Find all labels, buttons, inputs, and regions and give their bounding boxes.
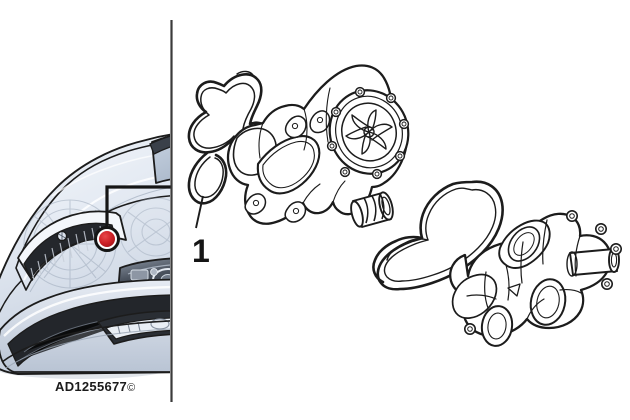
part-ribbed-connector-pipe	[350, 191, 394, 228]
part-thermostat-housing-gasket	[372, 180, 504, 291]
callout-leader-part1	[195, 195, 204, 229]
copyright-symbol: ©	[127, 382, 136, 394]
figure-caption: AD1255677©	[55, 379, 136, 394]
caption-code: AD1255677	[55, 379, 128, 394]
vehicle-front-illustration	[0, 133, 170, 379]
part-water-pump-housing	[226, 64, 410, 225]
callout-number-1: 1	[192, 233, 210, 269]
callout-leader-vehicle	[105, 185, 171, 227]
part-thermostat-housing	[449, 210, 622, 347]
location-marker-dot	[94, 226, 120, 252]
